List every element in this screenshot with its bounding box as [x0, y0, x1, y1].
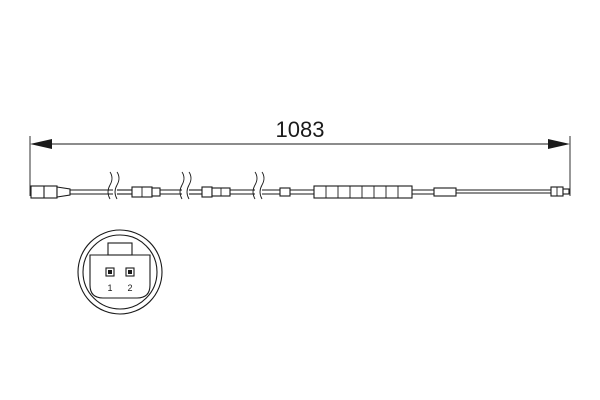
connector-front-view: 1 2	[77, 229, 163, 315]
connector-outer-ring	[77, 229, 163, 315]
pin-2-label: 2	[127, 283, 132, 293]
sensor-tip	[550, 186, 570, 197]
dimension-line: 1083	[29, 117, 571, 196]
cable-grommet-1	[131, 186, 161, 198]
arrowhead-left	[30, 139, 52, 149]
pin-1-label: 1	[107, 283, 112, 293]
connector-housing	[89, 254, 151, 299]
plug-connector-left	[30, 185, 71, 199]
cable-clip	[279, 187, 291, 197]
break-mark-1	[107, 171, 120, 200]
arrowhead-right	[548, 139, 570, 149]
cable-grommet-2	[201, 186, 231, 198]
break-mark-2	[179, 171, 192, 200]
dimension-length-label: 1083	[276, 117, 325, 142]
connector-key	[107, 242, 133, 256]
break-mark-3	[252, 171, 265, 200]
sensor-cable	[30, 171, 570, 200]
transition-sleeve	[433, 187, 457, 197]
plug-collar	[56, 186, 71, 198]
connector-inner-ring	[82, 234, 158, 310]
protective-sleeve	[313, 185, 413, 199]
